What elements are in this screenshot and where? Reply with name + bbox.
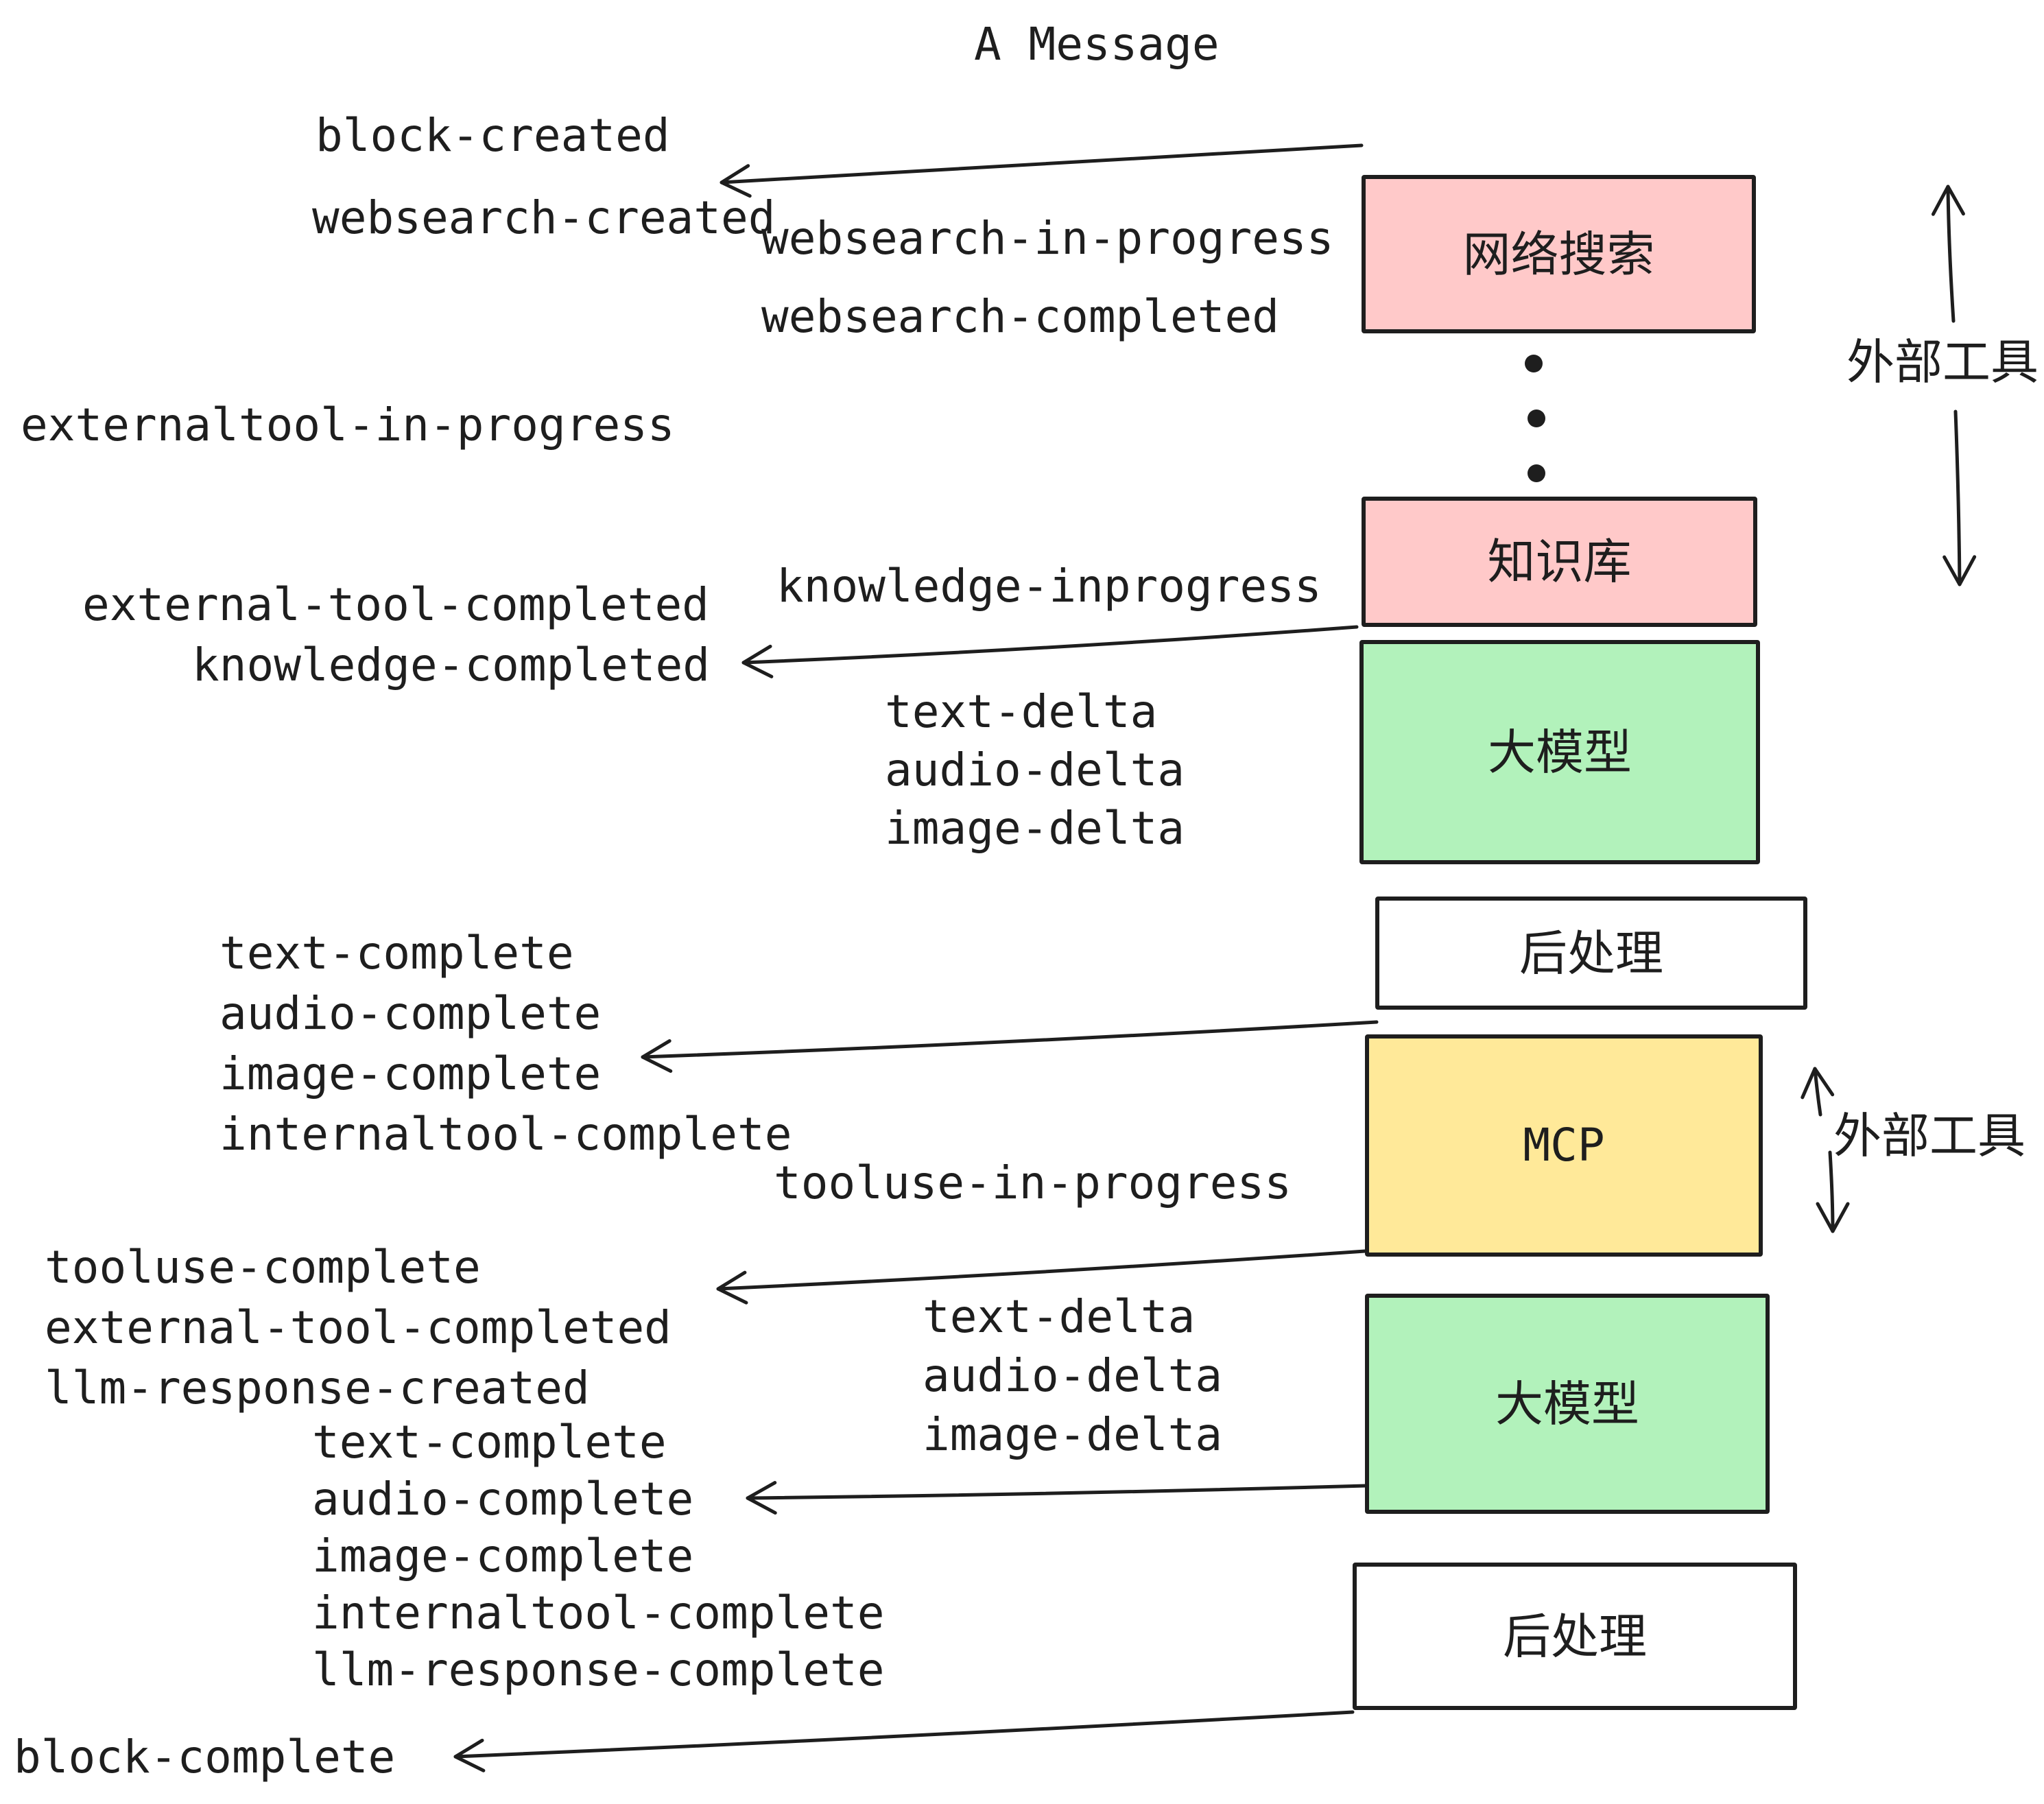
- box-llm-2: 大模型: [1365, 1294, 1770, 1514]
- event-tooluse-complete: tooluse-complete: [45, 1241, 481, 1294]
- event-websearch-in-progress: websearch-in-progress: [761, 212, 1334, 265]
- event-llm-response-created: llm-response-created: [45, 1362, 590, 1414]
- event-internaltool-complete-1: internaltool-complete: [219, 1108, 792, 1161]
- event-text-complete-2: text-complete: [312, 1416, 667, 1469]
- event-knowledge-completed: knowledge-completed: [192, 639, 710, 691]
- event-image-complete-1: image-complete: [219, 1047, 602, 1100]
- event-tooluse-in-progress: tooluse-in-progress: [774, 1156, 1292, 1209]
- external-tools-arrow-up-top: [1931, 185, 1965, 323]
- box-postprocess-2: 后处理: [1353, 1563, 1797, 1710]
- external-tools-arrow-up-bottom: [1801, 1067, 1835, 1117]
- event-text-delta-1: text-delta: [885, 685, 1158, 738]
- box-mcp: MCP: [1365, 1034, 1763, 1257]
- arrow-to-block-complete: [453, 1710, 1355, 1772]
- event-external-tool-completed: external-tool-completed: [82, 578, 709, 631]
- event-websearch-completed: websearch-completed: [761, 290, 1279, 343]
- box-mcp-label: MCP: [1523, 1119, 1605, 1172]
- box-knowledge-label: 知识库: [1487, 535, 1632, 589]
- box-llm-2-label: 大模型: [1495, 1377, 1639, 1431]
- ellipsis-dot-3: [1528, 464, 1545, 482]
- event-knowledge-inprogress: knowledge-inprogress: [776, 560, 1322, 613]
- event-block-complete: block-complete: [14, 1731, 396, 1783]
- external-tools-arrow-down-top: [1942, 410, 1977, 586]
- event-image-complete-2: image-complete: [312, 1530, 694, 1582]
- box-websearch-label: 网络搜索: [1462, 227, 1655, 281]
- event-text-complete-1: text-complete: [219, 927, 574, 980]
- event-external-tool-completed-2: external-tool-completed: [45, 1301, 672, 1354]
- arrow-to-image-complete: [641, 1020, 1379, 1073]
- box-llm-1: 大模型: [1359, 640, 1760, 864]
- external-tools-label-top: 外部工具: [1846, 335, 2039, 389]
- event-image-delta-1: image-delta: [885, 802, 1185, 855]
- arrow-to-websearch-created: [720, 143, 1364, 198]
- box-postprocess-2-label: 后处理: [1503, 1609, 1647, 1663]
- event-websearch-created: websearch-created: [312, 191, 776, 244]
- arrow-to-tooluse-complete: [716, 1249, 1367, 1305]
- ellipsis-dot-1: [1525, 355, 1543, 372]
- event-block-created: block-created: [316, 109, 670, 162]
- event-image-delta-2: image-delta: [923, 1408, 1223, 1461]
- event-audio-delta-1: audio-delta: [885, 744, 1185, 796]
- event-text-delta-2: text-delta: [923, 1290, 1196, 1343]
- external-tools-label-bottom: 外部工具: [1833, 1109, 2025, 1163]
- diagram-title: A Message: [974, 18, 1220, 71]
- ellipsis-dots: [1525, 355, 1545, 482]
- event-audio-complete-1: audio-complete: [219, 987, 602, 1040]
- arrow-to-knowledge-completed: [741, 625, 1359, 678]
- event-audio-delta-2: audio-delta: [923, 1349, 1223, 1402]
- box-postprocess-1-label: 后处理: [1519, 926, 1663, 980]
- ellipsis-dot-2: [1528, 410, 1545, 427]
- box-llm-1-label: 大模型: [1488, 725, 1632, 779]
- external-tools-arrow-down-bottom: [1816, 1150, 1850, 1233]
- event-externaltool-in-progress: externaltool-in-progress: [21, 399, 675, 451]
- box-postprocess-1: 后处理: [1375, 897, 1807, 1010]
- event-internaltool-complete-2: internaltool-complete: [312, 1587, 885, 1639]
- event-llm-response-complete: llm-response-complete: [312, 1643, 885, 1696]
- box-websearch: 网络搜索: [1362, 175, 1756, 333]
- arrow-to-audio-complete: [746, 1481, 1368, 1515]
- event-audio-complete-2: audio-complete: [312, 1473, 694, 1526]
- box-knowledge: 知识库: [1362, 497, 1757, 627]
